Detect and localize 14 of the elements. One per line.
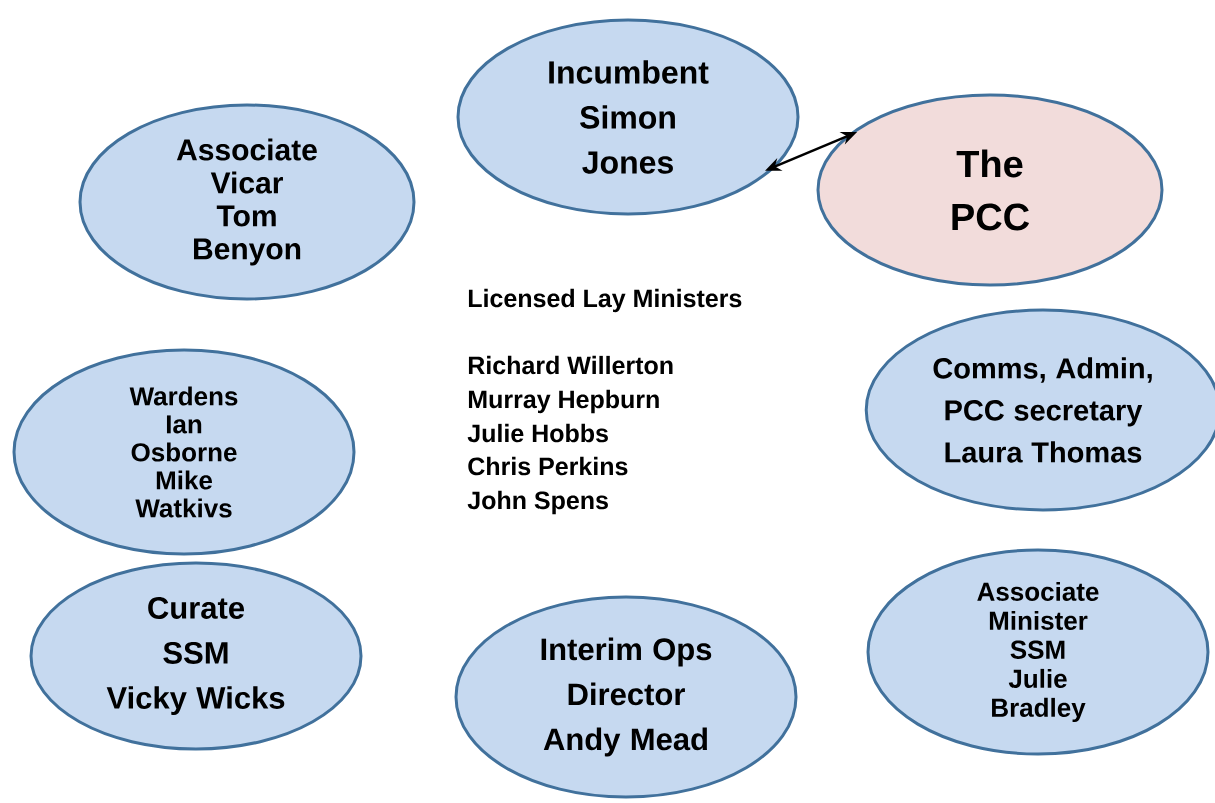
ellipse-node: Wardens Ian Osborne Mike Watkivs	[12, 348, 356, 556]
name-text: Julie Hobbs	[467, 423, 608, 443]
name-text: Chris Perkins	[468, 456, 628, 476]
name-text: Murray Hepburn	[468, 389, 659, 414]
ellipse-node: Incumbent Simon Jones	[456, 18, 800, 216]
ellipse-node: Interim Ops Director Andy Mead	[454, 595, 798, 799]
list-heading: Licensed Lay Ministers	[468, 288, 742, 313]
name-text: John Spens	[467, 490, 608, 515]
ellipse-node: Curate SSM Vicky Wicks	[29, 561, 363, 751]
name-text: Richard Willerton	[468, 355, 673, 375]
ellipse-node: Associate Vicar Tom Benyon	[78, 103, 416, 301]
ellipse-node: Associate Minister SSM Julie Bradley	[866, 548, 1210, 756]
ellipse-node: The PCC	[816, 93, 1164, 287]
ellipse-node: Comms, Admin, PCC secretary Laura Thomas	[864, 308, 1215, 512]
